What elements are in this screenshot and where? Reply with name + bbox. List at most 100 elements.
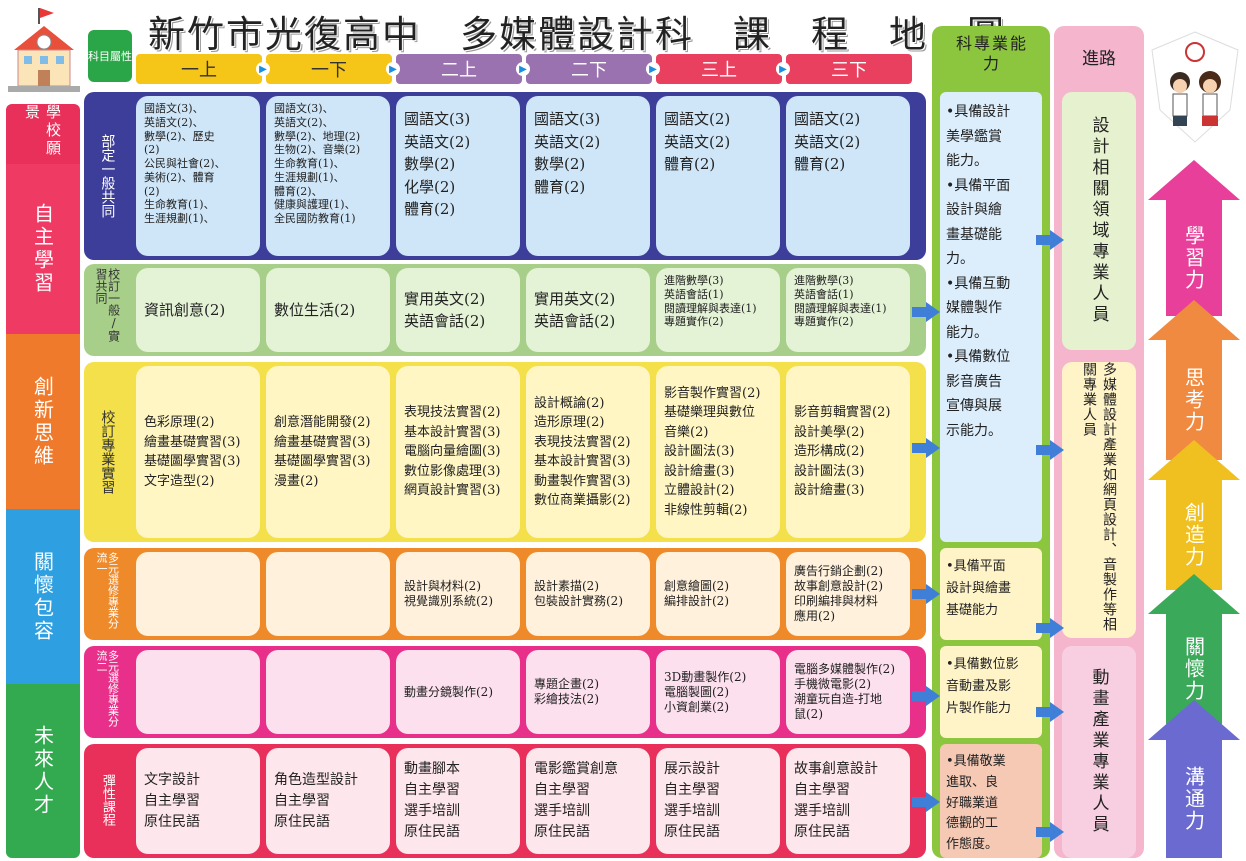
ability-line: 能力。 — [946, 153, 988, 169]
course-item: 進階數學(3) — [664, 274, 724, 287]
ability-block-2: •具備平面設計與繪畫基礎能力 — [940, 548, 1042, 640]
grade-arrow-icon: ▶ — [386, 62, 400, 76]
course-cell: 專題企畫(2)彩繪技法(2) — [526, 650, 650, 734]
ability-line: 作態度。 — [946, 837, 999, 853]
outcome-design-professional: 設計相關領域專業人員 — [1062, 92, 1136, 350]
course-item: 小資創業(2) — [664, 699, 729, 714]
arrow-right-icon — [912, 792, 942, 812]
course-item: 英語文(2)、 — [274, 115, 334, 129]
course-cell: 設計素描(2)包裝設計實務(2) — [526, 552, 650, 636]
course-item: 英語文(2) — [664, 132, 731, 151]
competency-communication-arrow: 溝通力 — [1148, 700, 1240, 858]
course-item: 數學(2) — [404, 155, 456, 173]
vision-label: 學校願景 — [6, 104, 80, 164]
course-item: 廣告行銷企劃(2) — [794, 564, 883, 578]
course-cell: 3D動畫製作(2)電腦製圖(2)小資創業(2) — [656, 650, 780, 734]
course-item: 設計圖法(3) — [794, 463, 865, 479]
course-cell: 資訊創意(2) — [136, 268, 260, 352]
course-item: 非線性剪輯(2) — [664, 502, 748, 518]
course-item: 動畫分鏡製作(2) — [404, 684, 493, 699]
course-item: 繪畫基礎實習(3) — [144, 434, 241, 450]
course-item: 自主學習 — [144, 792, 200, 809]
course-item: 造形構成(2) — [794, 444, 865, 460]
course-item: 自主學習 — [404, 782, 460, 798]
course-item: 數學(2)、歷史 — [144, 129, 215, 143]
course-item: 英語會話(2) — [404, 312, 486, 330]
course-cell: 創意繪圖(2)編排設計(2) — [656, 552, 780, 636]
course-item: 鼠(2) — [794, 707, 823, 721]
course-item: (2) — [144, 184, 160, 198]
grade-3b: 三下 — [786, 54, 912, 84]
ability-line: 基礎能力 — [946, 603, 999, 619]
course-item: 設計圖法(3) — [664, 444, 735, 460]
course-cell: 設計概論(2)造形原理(2)表現技法實習(2)基本設計實習(3)動畫製作實習(3… — [526, 366, 650, 538]
course-item: 英語會話(2) — [534, 312, 616, 330]
course-item: 3D動畫製作(2) — [664, 669, 747, 684]
course-item: 原住民語 — [404, 824, 460, 840]
course-item: 網頁設計實習(3) — [404, 483, 501, 499]
ability-block-1: •具備設計美學鑑賞能力。•具備平面設計與繪畫基礎能力。•具備互動媒體製作能力。•… — [940, 92, 1042, 542]
course-cell — [266, 650, 390, 734]
ability-line: 音動畫及影 — [946, 679, 1012, 695]
row-label-school-general: 校訂一般/實習共同 — [94, 268, 121, 342]
course-cell: 角色造型設計自主學習原住民語 — [266, 748, 390, 854]
course-cell: 設計與材料(2)視覺識別系統(2) — [396, 552, 520, 636]
row-label-required-general: 部定一般共同 — [99, 134, 116, 218]
course-item: (2) — [144, 143, 160, 157]
course-cell — [136, 552, 260, 636]
course-item: 公民與社會(2)、 — [144, 157, 226, 170]
course-item: 文字造型(2) — [144, 473, 215, 489]
arrow-right-icon — [1036, 618, 1066, 638]
course-item: 選手培訓 — [534, 803, 590, 819]
page-title: 新竹市光復高中 多媒體設計科 課 程 地 圖 — [148, 13, 1006, 56]
course-item: 數位生活(2) — [274, 300, 356, 319]
course-item: 選手培訓 — [664, 803, 720, 819]
course-item: 手機微電影(2) — [794, 677, 871, 691]
course-item: 潮童玩自造-打地 — [794, 692, 883, 706]
course-item: 音樂(2) — [664, 424, 709, 440]
grade-arrow-icon: ▶ — [516, 62, 530, 76]
course-item: 設計概論(2) — [534, 395, 605, 411]
competency-learning-arrow: 學習力 — [1148, 160, 1240, 316]
grade-3a: 三上 — [656, 54, 782, 84]
course-item: 自主學習 — [274, 792, 330, 809]
course-item: 原住民語 — [274, 813, 330, 830]
course-item: 英語文(2) — [404, 132, 471, 151]
course-cell: 動畫分鏡製作(2) — [396, 650, 520, 734]
course-item: 基本設計實習(3) — [404, 424, 501, 440]
arrow-right-icon — [1036, 822, 1066, 842]
course-item: 生涯規劃(1)、 — [144, 212, 215, 225]
course-item: 專題實作(2) — [794, 315, 854, 329]
course-cell: 故事創意設計自主學習選手培訓原住民語 — [786, 748, 910, 854]
ability-line: 美學鑑賞 — [946, 128, 1002, 145]
grade-arrow-icon: ▶ — [776, 62, 790, 76]
course-item: 自主學習 — [664, 782, 720, 798]
row-label-elective-track-1: 多元選修專業分流一 — [95, 552, 120, 629]
course-cell: 文字設計自主學習原住民語 — [136, 748, 260, 854]
course-item: 印刷編排與材料 — [794, 594, 879, 608]
course-cell: 國語文(2)英語文(2)體育(2) — [786, 96, 910, 256]
course-item: 英語會話(1) — [794, 287, 854, 301]
ability-line: 進取、良 — [946, 774, 999, 790]
grade-1b: 一下 — [266, 54, 392, 84]
course-cell: 進階數學(3)英語會話(1)閱讀理解與表達(1)專題實作(2) — [656, 268, 780, 352]
ability-line: 好職業道 — [946, 795, 999, 811]
course-item: 角色造型設計 — [274, 771, 358, 788]
course-item: 漫畫(2) — [274, 473, 319, 489]
row-label-flexible: 彈性課程 — [99, 774, 115, 826]
course-item: 編排設計(2) — [664, 594, 729, 608]
ability-line: •具備敬業 — [946, 754, 1006, 769]
course-item: 英語文(2) — [534, 132, 601, 151]
course-item: 電腦製圖(2) — [664, 684, 729, 699]
competency-thinking-arrow: 思考力 — [1148, 300, 1240, 460]
course-item: 故事創意設計 — [794, 761, 878, 777]
course-item: 生涯規劃(1)、 — [274, 170, 345, 184]
course-item: 應用(2) — [794, 609, 835, 623]
course-item: 國語文(3) — [534, 110, 601, 128]
grade-2a: 二上 — [396, 54, 522, 84]
grade-1a: 一上 — [136, 54, 262, 84]
course-item: 基礎圖學實習(3) — [144, 454, 241, 469]
pathway-header: 進路 — [1082, 49, 1116, 69]
students-mascot-icon — [1150, 30, 1240, 148]
grade-arrow-icon: ▶ — [646, 62, 660, 76]
